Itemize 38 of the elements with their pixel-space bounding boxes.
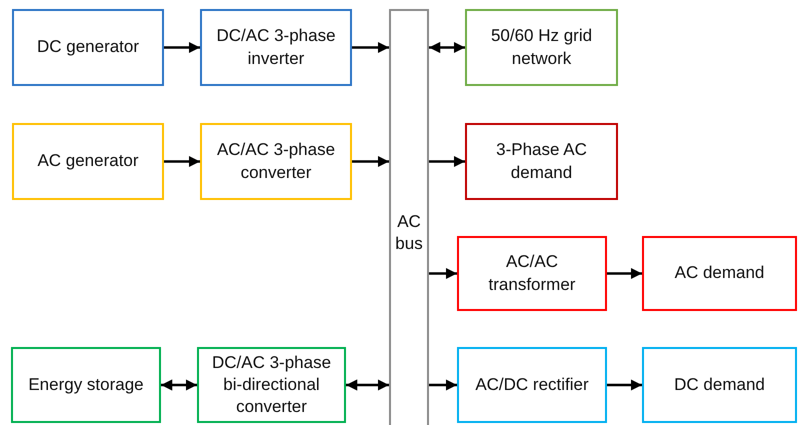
box-label: 3-Phase AC demand — [495, 139, 588, 184]
arrow — [429, 156, 465, 168]
box-label: AC/DC rectifier — [474, 374, 590, 396]
box-label: 50/60 Hz grid network — [490, 25, 594, 70]
arrow — [352, 156, 389, 168]
box-label: DC generator — [36, 36, 140, 58]
process-box — [465, 9, 618, 86]
process-box — [197, 347, 346, 423]
box-label: AC/AC 3-phase converter — [216, 139, 336, 184]
arrow — [429, 268, 457, 280]
box-label: AC generator — [36, 150, 140, 172]
arrow — [429, 42, 465, 54]
process-box — [200, 123, 352, 200]
bus-bar — [389, 9, 429, 425]
box-label: AC bus — [394, 211, 424, 256]
process-box — [12, 9, 164, 86]
process-box — [12, 123, 164, 200]
arrow — [429, 379, 457, 391]
process-box — [457, 236, 607, 311]
process-box — [642, 347, 797, 423]
process-box — [457, 347, 607, 423]
box-label: AC/AC transformer — [488, 251, 576, 296]
box-label: Energy storage — [27, 374, 145, 396]
box-label: DC/AC 3-phase bi-directional converter — [210, 352, 332, 418]
arrow — [164, 42, 200, 54]
process-box — [465, 123, 618, 200]
process-box — [200, 9, 352, 86]
box-label: AC demand — [674, 262, 766, 284]
arrow — [352, 42, 389, 54]
box-label: DC demand — [673, 374, 766, 396]
arrow — [164, 156, 200, 168]
arrow — [607, 268, 642, 280]
arrow — [161, 379, 197, 391]
arrow — [346, 379, 389, 391]
process-box — [11, 347, 161, 423]
arrow — [607, 379, 642, 391]
box-label: DC/AC 3-phase inverter — [215, 25, 337, 70]
process-box — [642, 236, 797, 311]
